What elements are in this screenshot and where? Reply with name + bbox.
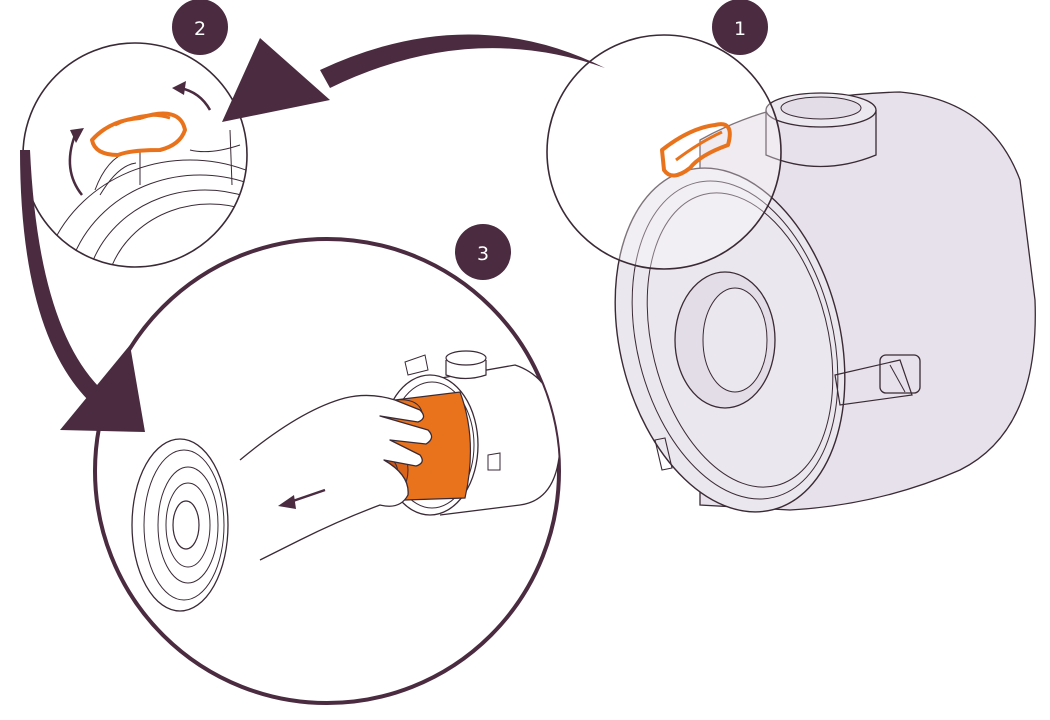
step-3-detail xyxy=(93,237,561,705)
filter-housing xyxy=(614,91,1036,513)
clamp-icon xyxy=(834,354,921,406)
rotate-arrow-icon xyxy=(172,81,212,111)
curved-arrow-icon xyxy=(222,34,605,122)
step-number: 3 xyxy=(477,243,489,265)
step-badge-2: 2 xyxy=(172,0,228,55)
step-number: 1 xyxy=(734,18,746,40)
pull-arrow-icon xyxy=(278,488,326,509)
curved-arrow-icon xyxy=(20,150,145,432)
rotate-arrow-icon xyxy=(68,128,84,196)
step-1-detail xyxy=(546,34,782,270)
hand-icon xyxy=(239,394,433,561)
clamp-icon xyxy=(660,122,732,178)
step-badge-1: 1 xyxy=(712,0,768,55)
clamp-icon xyxy=(90,111,187,157)
step-number: 2 xyxy=(194,18,206,40)
step-2-detail xyxy=(22,42,248,268)
step-badge-3: 3 xyxy=(455,224,511,280)
